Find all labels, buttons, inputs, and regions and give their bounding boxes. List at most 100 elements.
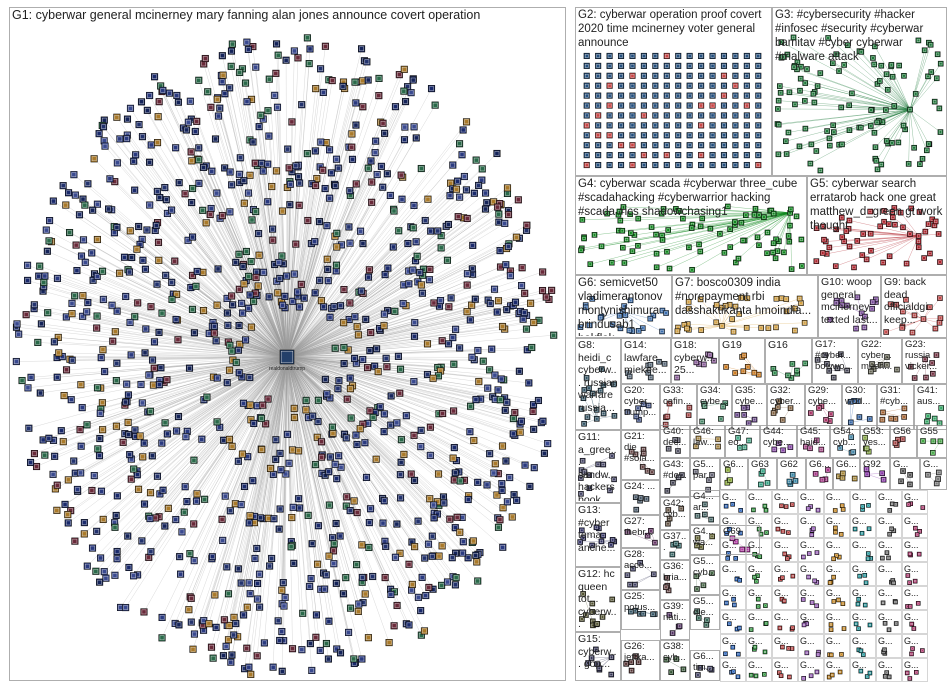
vertex-node bbox=[452, 185, 461, 193]
vertex-node bbox=[806, 551, 812, 556]
group-box-g2 bbox=[575, 7, 772, 176]
vertex-node bbox=[126, 227, 134, 235]
vertex-node bbox=[251, 554, 259, 563]
vertex-node bbox=[743, 132, 750, 139]
vertex-node bbox=[155, 98, 163, 106]
vertex-node bbox=[97, 354, 105, 362]
vertex-node bbox=[155, 256, 163, 264]
minor-group-label: G... bbox=[800, 540, 815, 550]
vertex-node bbox=[704, 617, 710, 623]
vertex-node bbox=[23, 261, 32, 269]
vertex-node bbox=[278, 628, 286, 636]
vertex-node bbox=[890, 214, 896, 221]
group-box-g6w bbox=[690, 650, 720, 681]
vertex-node bbox=[83, 308, 91, 316]
vertex-node bbox=[670, 479, 676, 486]
vertex-node bbox=[323, 255, 331, 263]
vertex-node bbox=[527, 299, 535, 307]
vertex-node bbox=[41, 451, 49, 459]
vertex-node bbox=[161, 522, 169, 530]
vertex-node bbox=[593, 407, 600, 413]
vertex-node bbox=[327, 169, 335, 177]
vertex-node bbox=[911, 144, 917, 151]
vertex-node bbox=[353, 508, 361, 517]
vertex-node bbox=[652, 102, 659, 109]
vertex-node bbox=[755, 112, 762, 119]
vertex-node bbox=[787, 674, 792, 680]
vertex-node bbox=[59, 438, 67, 446]
group-box-g6y bbox=[806, 458, 833, 490]
vertex-node bbox=[743, 161, 750, 169]
vertex-node bbox=[663, 132, 670, 139]
vertex-node bbox=[272, 436, 280, 444]
edge bbox=[286, 230, 527, 358]
vertex-node bbox=[771, 446, 778, 453]
vertex-node bbox=[626, 373, 633, 380]
vertex-node bbox=[240, 611, 248, 619]
vertex-node bbox=[901, 405, 908, 412]
vertex-node bbox=[922, 228, 929, 235]
vertex-node bbox=[257, 111, 265, 119]
edge bbox=[890, 66, 911, 110]
vertex-node bbox=[792, 101, 798, 108]
vertex-node bbox=[583, 375, 590, 381]
vertex-node bbox=[709, 142, 716, 149]
vertex-node bbox=[426, 451, 434, 459]
vertex-node bbox=[312, 611, 320, 619]
vertex-node bbox=[326, 453, 334, 461]
vertex-node bbox=[251, 159, 259, 167]
vertex-node bbox=[324, 277, 332, 285]
vertex-node bbox=[599, 366, 605, 372]
vertex-node bbox=[450, 444, 458, 452]
vertex-node bbox=[77, 252, 86, 260]
minor-group-label: G... bbox=[878, 492, 893, 502]
vertex-node bbox=[93, 312, 101, 320]
vertex-node bbox=[93, 324, 101, 332]
minor-group-label: G... bbox=[878, 612, 893, 622]
vertex-node bbox=[314, 396, 322, 404]
vertex-node bbox=[732, 602, 737, 608]
group-box-g22 bbox=[858, 338, 902, 384]
vertex-node bbox=[814, 669, 820, 675]
vertex-node bbox=[108, 301, 116, 309]
vertex-node bbox=[275, 258, 283, 267]
vertex-node bbox=[331, 182, 339, 190]
vertex-node bbox=[720, 112, 728, 119]
vertex-node bbox=[502, 457, 510, 465]
minor-group-label: G... bbox=[774, 660, 789, 670]
vertex-node bbox=[225, 435, 234, 443]
minor-group-label: G... bbox=[852, 540, 867, 550]
edge bbox=[909, 50, 925, 110]
vertex-node bbox=[253, 595, 262, 603]
vertex-node bbox=[912, 578, 918, 584]
vertex-node bbox=[583, 62, 590, 69]
vertex-node bbox=[295, 201, 303, 209]
vertex-node bbox=[828, 652, 834, 658]
vertex-node bbox=[427, 227, 435, 235]
vertex-node bbox=[399, 300, 407, 308]
vertex-node bbox=[112, 422, 120, 430]
vertex-node bbox=[138, 133, 147, 141]
vertex-node bbox=[278, 207, 287, 215]
vertex-node bbox=[777, 89, 784, 96]
edge bbox=[908, 109, 911, 164]
vertex-node bbox=[787, 206, 794, 213]
vertex-node bbox=[271, 91, 279, 99]
minor-group-label: G... bbox=[904, 492, 919, 502]
vertex-node bbox=[663, 62, 670, 69]
vertex-node bbox=[96, 409, 104, 417]
vertex-node bbox=[743, 52, 750, 60]
vertex-node bbox=[680, 215, 686, 222]
vertex-node bbox=[723, 364, 729, 370]
edge bbox=[286, 356, 499, 528]
vertex-node bbox=[175, 621, 183, 629]
vertex-node bbox=[358, 45, 366, 53]
vertex-node bbox=[817, 167, 824, 174]
vertex-node bbox=[595, 82, 602, 89]
vertex-node bbox=[597, 387, 604, 394]
vertex-node bbox=[929, 360, 935, 366]
vertex-node bbox=[416, 269, 424, 277]
vertex-node bbox=[697, 223, 704, 230]
vertex-node bbox=[90, 472, 98, 480]
vertex-node bbox=[346, 374, 354, 382]
